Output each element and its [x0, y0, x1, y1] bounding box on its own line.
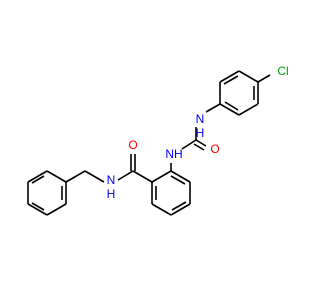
bond	[219, 70, 240, 83]
bond-inner	[224, 101, 239, 111]
benzyl-ring	[27, 170, 67, 216]
bond-c-o-double	[193, 143, 205, 151]
central-ring	[151, 170, 191, 216]
bond	[238, 103, 259, 116]
atom-nh-urea: NH	[165, 147, 182, 161]
bond-inner	[31, 175, 45, 184]
atom-o-amide: O	[128, 138, 137, 152]
structure-diagram: Cl N H O NH O N H	[0, 0, 300, 300]
bond-ch2-n	[84, 170, 105, 183]
bond	[27, 203, 48, 216]
bond-nh-c	[181, 139, 197, 150]
atom-o-urea: O	[210, 142, 219, 156]
atom-h-amide: H	[107, 187, 116, 201]
bond-inner	[223, 75, 239, 85]
bond-inner	[170, 175, 186, 185]
bond-n-ring	[205, 103, 221, 113]
atom-n-aryl: N	[196, 112, 205, 126]
molecule-canvas: Cl N H O NH O N H	[0, 0, 300, 300]
bond	[170, 170, 191, 183]
chlorophenyl-ring	[219, 70, 259, 116]
bond	[46, 203, 67, 216]
atom-h-aryl: H	[196, 126, 205, 140]
atom-cl: Cl	[277, 64, 288, 78]
bond	[27, 170, 48, 183]
bond-c-o-double	[195, 139, 207, 147]
bond	[151, 170, 172, 183]
background	[0, 0, 300, 300]
atom-n-amide: N	[107, 173, 116, 187]
bond-inner	[171, 201, 187, 211]
bond-inner	[31, 202, 45, 211]
bond-carbonyl-ring	[132, 170, 153, 183]
bond	[46, 170, 67, 183]
bond	[219, 103, 240, 116]
bond	[238, 70, 259, 83]
bond-ring-cl	[257, 74, 271, 83]
bond	[151, 203, 172, 216]
bond-n-carbonyl	[117, 170, 134, 181]
bond-ring-ch2	[65, 170, 86, 183]
bond	[170, 203, 191, 216]
